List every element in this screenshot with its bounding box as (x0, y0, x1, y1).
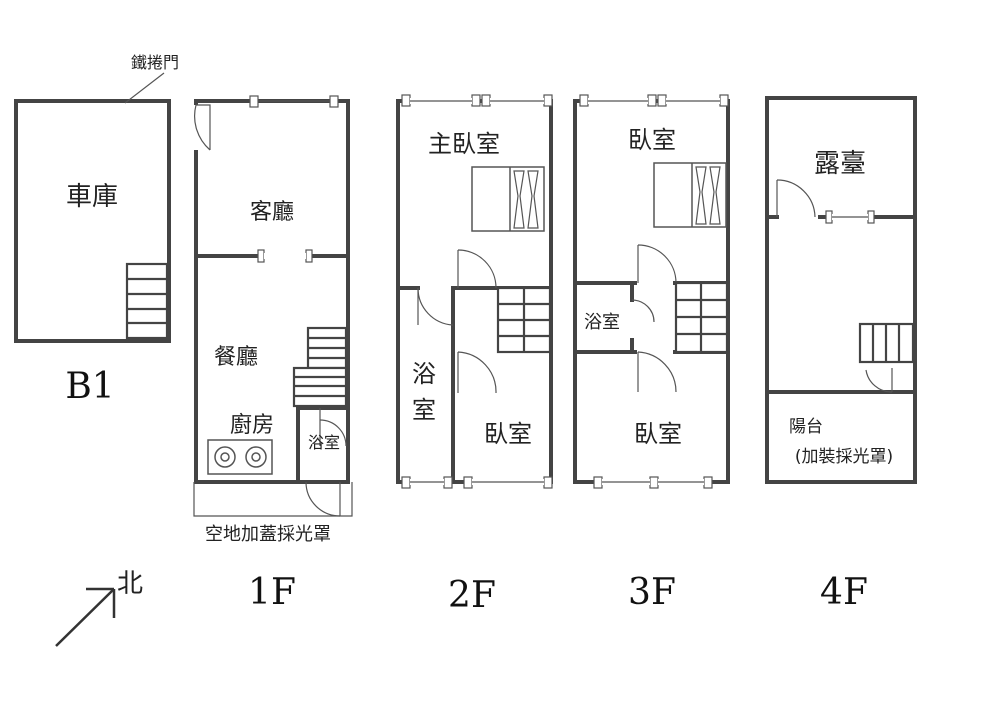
floor-plan-3f: 臥室 浴室 臥室 3F (573, 94, 730, 613)
2f-bath-door (417, 287, 454, 326)
3f-bedroom-top-door (637, 244, 677, 284)
room-label-living: 客廳 (250, 200, 294, 225)
3f-bedroom-bottom-door (637, 351, 677, 393)
floor-plan-4f: 露臺 陽台 (加裝採光罩) 4F (765, 96, 917, 613)
room-label-3f-bath: 浴室 (584, 312, 620, 333)
partition-marker (305, 249, 313, 263)
floor-label-2f: 2F (448, 575, 496, 616)
north-arrow-icon: 北 (55, 569, 143, 647)
room-label-3f-bedroom-bottom: 臥室 (634, 420, 682, 448)
room-label-3f-bedroom-top: 臥室 (628, 126, 676, 154)
room-label-kitchen: 廚房 (230, 413, 274, 438)
floor-plan-1f: 客廳 餐廳 廚房 浴室 空地加蓋採光罩 1F (193, 95, 353, 613)
partition-marker (257, 249, 265, 263)
room-label-1f-bath: 浴室 (308, 433, 340, 452)
room-label-2f-bath-top: 浴 (412, 360, 436, 388)
floor-plan-2f: 主臥室 浴 室 臥室 2F (396, 94, 553, 616)
2f-bedroom-door (457, 351, 497, 394)
bed-icon (471, 166, 545, 232)
compass-north-label: 北 (117, 569, 143, 599)
floor-label-4f: 4F (820, 572, 868, 613)
window-marker (329, 95, 339, 108)
4f-outer-wall (765, 96, 917, 484)
4f-balcony-door (865, 369, 893, 393)
floor-plan-b1: 車庫 鐵捲門 B1 (14, 53, 179, 407)
4f-terrace-door (776, 179, 816, 218)
3f-staircase (674, 281, 729, 354)
2f-staircase (496, 286, 552, 354)
room-label-balcony: 陽台 (789, 417, 823, 437)
stove-icon (207, 439, 273, 475)
rolling-door-leader (124, 72, 165, 104)
room-label-2f-bedroom: 臥室 (484, 420, 532, 448)
floor-label-3f: 3F (628, 572, 676, 613)
bed-icon (653, 162, 727, 228)
room-label-2f-bath-bottom: 室 (412, 396, 436, 424)
room-label-terrace: 露臺 (814, 149, 866, 179)
1f-yard-door (305, 481, 341, 517)
4f-staircase (858, 322, 915, 364)
floor-label-b1: B1 (65, 366, 114, 407)
label-rolling-door: 鐵捲門 (131, 53, 179, 72)
label-balcony-skylight: (加裝採光罩) (795, 447, 893, 467)
b1-outer-wall (14, 99, 171, 343)
room-label-garage: 車庫 (66, 182, 118, 212)
1f-staircase (292, 326, 348, 408)
floor-label-1f: 1F (248, 572, 296, 613)
3f-bath-door (631, 299, 655, 323)
2f-master-door (457, 249, 497, 289)
room-label-dining: 餐廳 (214, 345, 258, 370)
1f-bath-door (319, 419, 347, 447)
1f-entry-door (196, 104, 211, 150)
1f-yard-outline (193, 482, 353, 517)
b1-staircase (125, 262, 169, 340)
room-label-master-bedroom: 主臥室 (428, 130, 500, 158)
window-marker (249, 95, 259, 108)
label-yard-skylight: 空地加蓋採光罩 (205, 524, 331, 545)
